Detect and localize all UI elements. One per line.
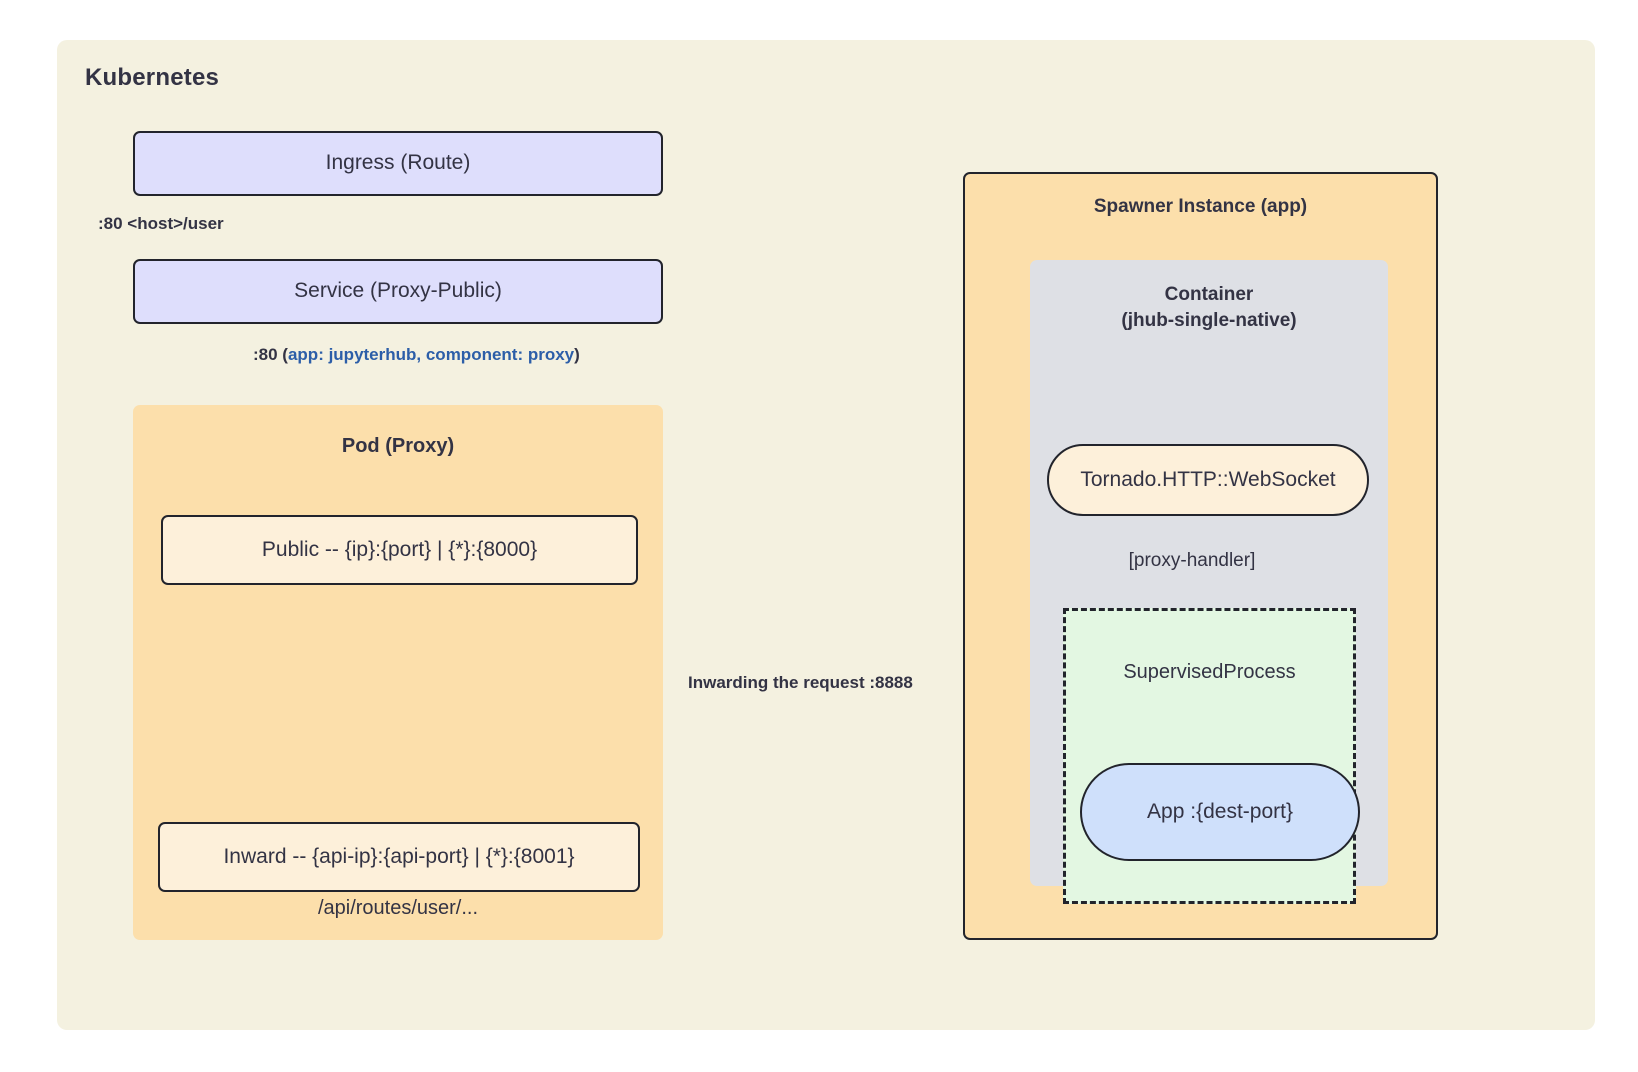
- edge-label-selector: app: jupyterhub, component: proxy: [287, 345, 575, 364]
- node-ingress-route[interactable]: Ingress (Route): [133, 131, 663, 196]
- group-pod-proxy: Pod (Proxy) Public -- {ip}:{port} | {*}:…: [133, 405, 663, 940]
- node-ingress-route-label: Ingress (Route): [325, 151, 471, 175]
- node-tornado-websocket[interactable]: Tornado.HTTP::WebSocket: [1047, 444, 1369, 516]
- node-public-listener-label: Public -- {ip}:{port} | {*}:{8000}: [261, 538, 538, 561]
- edge-label-proxy-handler: [proxy-handler]: [1128, 550, 1256, 571]
- node-public-listener[interactable]: Public -- {ip}:{port} | {*}:{8000}: [161, 515, 638, 585]
- cluster-title: Kubernetes: [85, 64, 220, 91]
- edge-label-service-to-pod: :80 (app: jupyterhub, component: proxy): [253, 345, 580, 365]
- label-api-routes-path: /api/routes/user/...: [317, 897, 479, 919]
- node-supervised-process[interactable]: SupervisedProcess App :{dest-port}: [1063, 608, 1360, 904]
- node-inward-listener-label: Inward -- {api-ip}:{api-port} | {*}:{800…: [223, 845, 575, 868]
- group-container-title-line1: Container: [1164, 284, 1254, 305]
- edge-label-port: :80 (: [253, 345, 288, 364]
- node-service-proxy-public-label: Service (Proxy-Public): [294, 279, 502, 303]
- node-inward-listener[interactable]: Inward -- {api-ip}:{api-port} | {*}:{800…: [158, 822, 640, 892]
- edge-label-inward-to-spawner: Inwarding the request :8888: [688, 673, 913, 692]
- edge-label-ingress-to-service: :80 <host>/user: [98, 214, 224, 233]
- group-spawner-instance: Spawner Instance (app) Container (jhub-s…: [963, 172, 1438, 940]
- node-app-dest-port[interactable]: App :{dest-port}: [1080, 763, 1360, 861]
- group-container-title-line2: (jhub-single-native): [1121, 309, 1297, 331]
- node-service-proxy-public[interactable]: Service (Proxy-Public): [133, 259, 663, 324]
- group-container: Container (jhub-single-native) Tornado.H…: [1030, 260, 1388, 904]
- group-spawner-instance-title: Spawner Instance (app): [1093, 196, 1308, 217]
- group-container-title: Container (jhub-single-native): [1030, 282, 1388, 333]
- node-supervised-process-label: SupervisedProcess: [1123, 661, 1296, 683]
- node-tornado-websocket-label: Tornado.HTTP::WebSocket: [1080, 468, 1336, 491]
- edge-label-paren-close: ): [574, 345, 580, 364]
- node-app-dest-port-label: App :{dest-port}: [1147, 800, 1293, 823]
- group-pod-proxy-title: Pod (Proxy): [341, 435, 455, 457]
